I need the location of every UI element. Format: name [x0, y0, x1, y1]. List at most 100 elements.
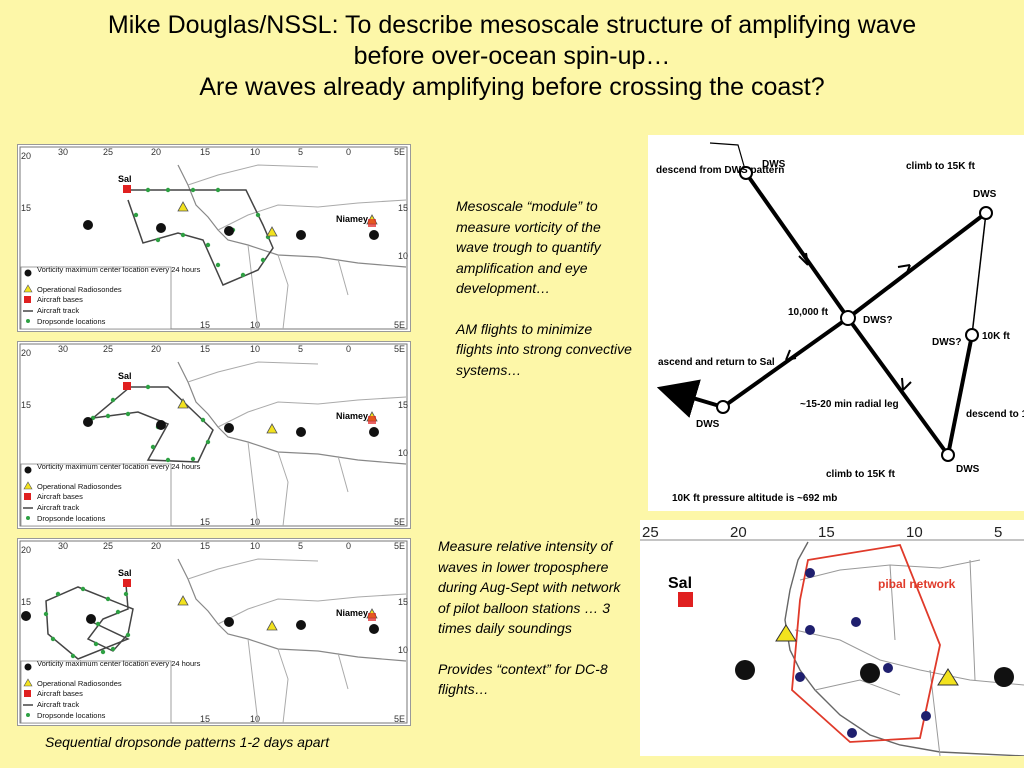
radiosonde-marker — [266, 226, 278, 237]
legend-dropsondes: Dropsonde locations — [37, 317, 106, 326]
radiosonde-marker — [177, 595, 189, 606]
lon-label-5e-bottom: 5E — [394, 320, 405, 330]
vorticity-centers — [83, 220, 379, 240]
lon-label-10-bottom: 10 — [250, 714, 260, 724]
coastline — [177, 558, 407, 662]
dws-points — [716, 166, 993, 462]
lon-label-30: 30 — [58, 541, 68, 551]
coastline — [177, 164, 407, 268]
lon-label-5: 5 — [298, 344, 303, 354]
lon-label-30: 30 — [58, 344, 68, 354]
10k-label: 10K ft — [982, 331, 1010, 342]
map-panel-3: 30 25 20 15 10 5 0 5E 20 15 15 10 15 10 … — [17, 538, 411, 726]
niamey-label: Niamey — [336, 214, 368, 224]
aircraft-track — [45, 583, 134, 660]
lon-label-10-bottom: 10 — [250, 517, 260, 527]
country-borders — [187, 164, 407, 330]
sal-label: Sal — [118, 174, 132, 184]
legend-dropsondes: Dropsonde locations — [37, 711, 106, 720]
map-1-svg: 30 25 20 15 10 5 0 5E 20 15 15 10 15 10 … — [18, 145, 410, 331]
legend-bases: Aircraft bases — [37, 295, 83, 304]
pressure-note: 10K ft pressure altitude is ~692 mb — [672, 493, 837, 504]
pibal-notes: Measure relative intensity of waves in l… — [438, 536, 634, 720]
country-borders — [187, 361, 407, 527]
niamey-label: Niamey — [336, 608, 368, 618]
radiosonde-marker — [937, 668, 959, 686]
coastline — [784, 541, 1024, 756]
sal-base-marker — [123, 185, 131, 193]
flight-pattern-svg: descend from DWS pattern DWS climb to 15… — [648, 135, 1024, 511]
lat-label-10-right: 10 — [398, 448, 408, 458]
lon-label-20: 20 — [151, 541, 161, 551]
direction-arrow — [901, 377, 912, 391]
climb-label-bottom: climb to 15K ft — [826, 469, 896, 480]
lat-label-15-right: 15 — [398, 203, 408, 213]
legend-radiosondes: Operational Radiosondes — [37, 679, 122, 688]
lon-label-5e-bottom: 5E — [394, 517, 405, 527]
legend-radiosondes: Operational Radiosondes — [37, 482, 122, 491]
coastline — [177, 361, 407, 465]
maps-caption: Sequential dropsonde patterns 1-2 days a… — [45, 734, 330, 750]
radiosonde-marker — [266, 620, 278, 631]
legend-vorticity: Vorticity maximum center location every … — [37, 659, 201, 668]
lon-label-5e: 5E — [394, 147, 405, 157]
radiosonde-marker — [177, 201, 189, 212]
lon-label-10-bottom: 10 — [250, 320, 260, 330]
legend-bases: Aircraft bases — [37, 689, 83, 698]
lon-label-10: 10 — [250, 541, 260, 551]
legend-vorticity: Vorticity maximum center location every … — [37, 462, 201, 471]
ascend-return-label: ascend and return to Sal — [658, 357, 775, 368]
lat-label-20: 20 — [21, 348, 31, 358]
lat-label-10-right: 10 — [398, 645, 408, 655]
sal-base-marker — [678, 592, 693, 607]
dws-label-se: DWS — [956, 464, 980, 475]
module-notes: Mesoscale “module” to measure vorticity … — [456, 196, 632, 400]
slide-title: Mike Douglas/NSSL: To describe mesoscale… — [0, 10, 1024, 103]
lat-label-20: 20 — [21, 151, 31, 161]
lat-label-15: 15 — [21, 597, 31, 607]
radiosonde-marker — [266, 423, 278, 434]
pibal-network-map: 25 20 15 10 5 pibal network Sal — [640, 520, 1024, 756]
dws-q-label-center: DWS? — [863, 315, 892, 326]
dropsonde-points — [133, 187, 271, 278]
pibal-lon-5: 5 — [994, 524, 1002, 541]
dws-q-label-east: DWS? — [932, 337, 961, 348]
lon-label-25: 25 — [103, 344, 113, 354]
lat-label-15: 15 — [21, 203, 31, 213]
lon-label-15-bottom: 15 — [200, 714, 210, 724]
lon-label-5: 5 — [298, 147, 303, 157]
leg-se-to-e — [946, 334, 974, 456]
leg-center-to-sw — [721, 316, 850, 409]
return-leg — [656, 379, 724, 418]
measure-note: Measure relative intensity of waves in l… — [438, 538, 621, 636]
lon-label-25: 25 — [103, 541, 113, 551]
lon-label-5: 5 — [298, 541, 303, 551]
context-note: Provides “context” for DC-8 flights… — [438, 660, 608, 698]
direction-arrow — [897, 264, 911, 276]
aircraft-track — [127, 189, 274, 286]
legend-bases: Aircraft bases — [37, 492, 83, 501]
legend-track: Aircraft track — [37, 306, 79, 315]
pibal-lon-20: 20 — [730, 524, 747, 541]
title-line-2: before over-ocean spin-up… — [353, 42, 671, 70]
pibal-lon-10: 10 — [906, 524, 923, 541]
altitude-label: 10,000 ft — [788, 307, 829, 318]
niamey-base-marker — [368, 416, 376, 424]
legend-track: Aircraft track — [37, 503, 79, 512]
lat-label-10-right: 10 — [398, 251, 408, 261]
leg-nw-to-center — [744, 171, 850, 320]
sal-label: Sal — [118, 568, 132, 578]
inbound-track — [709, 142, 747, 174]
lon-label-5e-bottom: 5E — [394, 714, 405, 724]
lat-label-15: 15 — [21, 400, 31, 410]
lon-label-15: 15 — [200, 541, 210, 551]
lon-label-30: 30 — [58, 147, 68, 157]
lon-label-0: 0 — [346, 344, 351, 354]
leg-ne-to-center — [846, 211, 988, 320]
country-borders — [794, 559, 1024, 756]
direction-arrow — [785, 349, 797, 361]
lon-label-0: 0 — [346, 541, 351, 551]
map-3-svg: 30 25 20 15 10 5 0 5E 20 15 15 10 15 10 … — [18, 539, 410, 725]
lon-label-15: 15 — [200, 147, 210, 157]
legend-track: Aircraft track — [37, 700, 79, 709]
